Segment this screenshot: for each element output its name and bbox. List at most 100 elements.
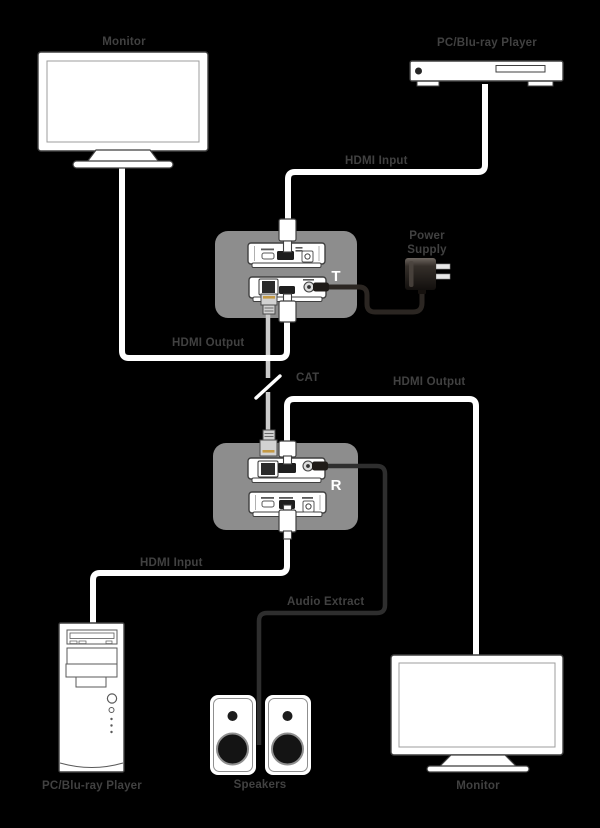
hdmi-connector-neck [282, 530, 293, 540]
port-label-mark [295, 250, 303, 252]
hdmi-cable-input-bottom [90, 504, 297, 623]
port-label-mark [279, 497, 293, 499]
transmitter-unit: T [215, 231, 357, 318]
transmitter-bottom-panel [248, 276, 327, 302]
cat-cable [254, 293, 282, 457]
label-power-supply-line1: Power [409, 230, 445, 242]
dc-plug [313, 282, 329, 292]
label-cat: CAT [296, 372, 319, 384]
audio-jack-pin [306, 464, 310, 468]
hdmi-port [277, 251, 294, 260]
port-label-mark [261, 497, 274, 499]
drive-bay [66, 647, 118, 665]
label-power-supply-line2: Supply [407, 244, 447, 256]
label-hdmi-output-left: HDMI Output [172, 337, 244, 349]
power-adapter-highlight [409, 261, 414, 287]
open-tray [75, 676, 107, 688]
drive-button [69, 640, 78, 644]
dc-jack-pin [307, 285, 311, 289]
transmitter-top-panel [247, 242, 326, 268]
port-label-mark [303, 279, 314, 281]
cable-run [256, 463, 388, 745]
led-dot [110, 730, 113, 734]
rj45-plug-boot [262, 304, 276, 315]
mini-usb-port [261, 500, 275, 508]
tweeter [227, 711, 238, 721]
drive-slot [69, 632, 115, 639]
hdmi-connector [278, 440, 297, 458]
optical-lens [304, 253, 311, 260]
rj45-plug-transmitter [260, 293, 278, 315]
label-player-bottom: PC/Blu-ray Player [42, 780, 142, 792]
mini-usb-port [261, 252, 275, 260]
monitor-stand-base [72, 160, 174, 169]
monitor-stand-neck [85, 149, 161, 163]
drive-bay [65, 663, 118, 678]
monitor-bottom [390, 654, 564, 773]
panel-flange [251, 477, 322, 483]
power-button [106, 693, 118, 704]
rj45-plug-contacts [262, 450, 275, 453]
label-hdmi-input-top: HDMI Input [345, 155, 408, 167]
disc-tray [495, 65, 546, 73]
hdmi-connector [278, 509, 297, 533]
label-monitor-bottom: Monitor [456, 780, 500, 792]
cable-run [284, 396, 479, 656]
player-foot [527, 80, 554, 87]
hdmi-cable-output-left [119, 168, 297, 361]
monitor-stand-neck [437, 754, 519, 768]
woofer [271, 732, 304, 766]
drive-button [105, 640, 113, 644]
hdmi-port [279, 286, 295, 294]
speakers [210, 695, 311, 775]
plug-prong [435, 263, 451, 270]
rj45-plug-receiver [259, 429, 278, 457]
player-top [409, 60, 564, 87]
monitor-stand-base [426, 765, 530, 773]
hdmi-connector-tip [282, 455, 293, 465]
cable-break-slash [254, 374, 282, 400]
hdmi-cable-input-top [278, 84, 488, 253]
rj45-port-cavity [261, 463, 275, 475]
drive-button [78, 640, 87, 644]
port-label-mark [261, 248, 274, 251]
port-label-mark [295, 247, 303, 249]
reset-button [108, 707, 115, 713]
pc-tower [58, 622, 125, 773]
woofer [216, 732, 249, 766]
speaker-right [265, 695, 311, 775]
rj45-port-cavity [262, 281, 275, 293]
monitor-screen [46, 60, 200, 143]
label-audio-extract: Audio Extract [287, 596, 364, 608]
power-supply [405, 258, 451, 294]
receiver-badge: R [331, 477, 342, 494]
rj45-plug-boot [262, 429, 276, 441]
cable-run [285, 84, 488, 222]
speaker-left [210, 695, 256, 775]
monitor-screen [398, 662, 556, 748]
label-hdmi-output-right: HDMI Output [393, 376, 465, 388]
player-foot [416, 80, 440, 87]
rj45-plug-contacts [263, 296, 275, 299]
panel-flange [251, 262, 322, 268]
cable-run [328, 284, 425, 315]
label-hdmi-input-bottom: HDMI Input [140, 557, 203, 569]
hdmi-connector [278, 218, 297, 242]
audio-plug [312, 461, 328, 471]
label-player-top: PC/Blu-ray Player [437, 37, 537, 49]
led-dot [110, 724, 113, 727]
hdmi-port [278, 463, 296, 473]
transmitter-badge: T [331, 268, 340, 285]
audio-cable [256, 461, 388, 745]
port-label-mark [302, 497, 313, 499]
label-monitor-top: Monitor [102, 36, 146, 48]
label-speakers: Speakers [234, 779, 287, 791]
power-supply-strain-relief [418, 289, 426, 294]
power-button [415, 67, 422, 75]
rj45-plug-body [260, 293, 278, 306]
hdmi-connector-tip [282, 240, 293, 253]
rj45-plug-body [259, 439, 278, 457]
hdmi-connector [278, 300, 297, 323]
tower-base-curve [59, 762, 124, 768]
